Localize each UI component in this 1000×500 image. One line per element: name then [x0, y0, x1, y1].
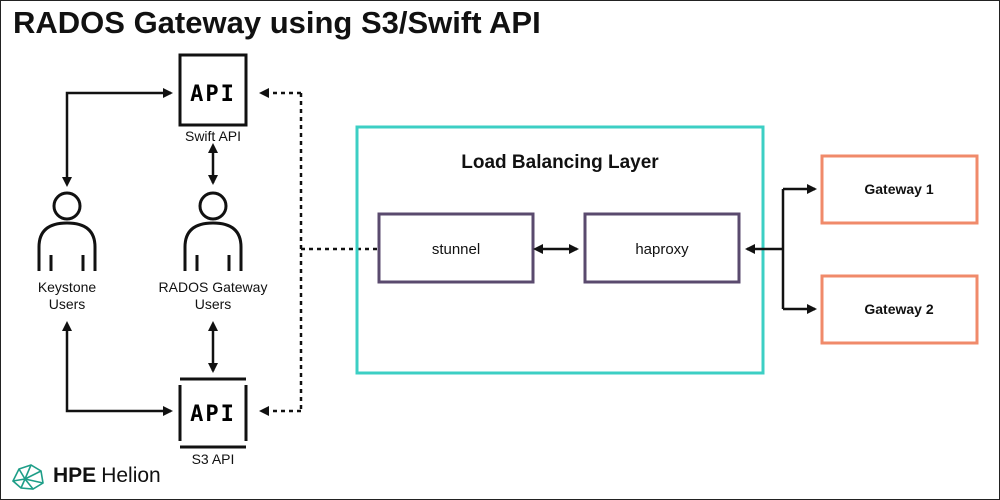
user-icon	[37, 191, 97, 271]
swift-api-node: API Swift API	[178, 53, 248, 144]
rados-users-label-line2: Users	[195, 296, 232, 312]
gateway-2-box: Gateway 2	[820, 274, 979, 345]
gateway-2-label: Gateway 2	[864, 301, 933, 317]
api-icon: API	[178, 377, 248, 449]
gateway-1-label: Gateway 1	[864, 181, 933, 197]
swift-api-label: Swift API	[185, 128, 241, 144]
connector-haproxy-gateways	[745, 184, 817, 314]
s3-api-label: S3 API	[192, 451, 235, 467]
page-title: RADOS Gateway using S3/Swift API	[13, 5, 541, 40]
rados-gateway-users-node: RADOS Gateway Users	[159, 191, 268, 312]
hpe-helion-logo-icon	[12, 464, 44, 490]
dashed-api-connector	[259, 88, 379, 416]
brand-helion: Helion	[101, 464, 161, 487]
keystone-users-node: Keystone Users	[37, 191, 97, 312]
haproxy-box: haproxy	[583, 212, 741, 284]
rados-users-label-line1: RADOS Gateway	[159, 279, 268, 295]
haproxy-label: haproxy	[635, 241, 689, 258]
keystone-users-label-line2: Users	[49, 296, 86, 312]
gateway-1-box: Gateway 1	[820, 154, 979, 225]
api-icon: API	[178, 53, 248, 127]
connector-keystone-s3	[62, 321, 173, 416]
stunnel-box: stunnel	[377, 212, 535, 284]
s3-api-node: API S3 API	[178, 377, 248, 467]
connector-keystone-swift	[62, 88, 173, 187]
load-balancing-layer-title: Load Balancing Layer	[461, 152, 659, 173]
keystone-users-label-line1: Keystone	[38, 279, 97, 295]
swift-api-icon-text: API	[190, 82, 236, 107]
stunnel-label: stunnel	[432, 241, 480, 258]
user-icon	[183, 191, 243, 271]
s3-api-icon-text: API	[190, 402, 236, 427]
brand-hpe: HPE	[53, 464, 97, 487]
